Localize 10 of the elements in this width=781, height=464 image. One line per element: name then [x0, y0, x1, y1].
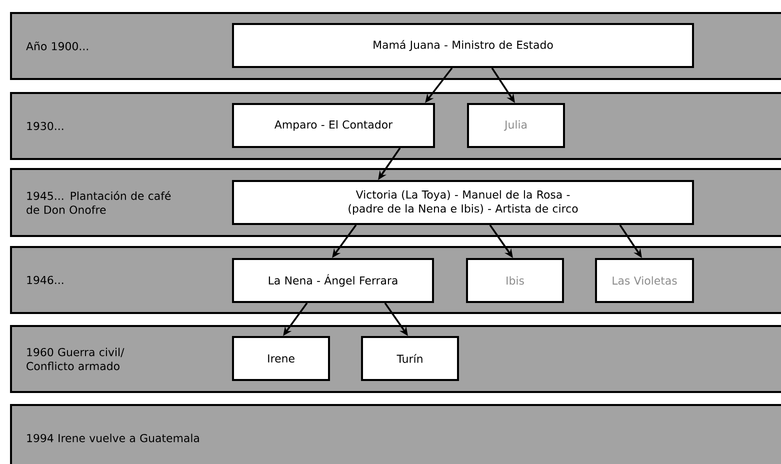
timeline-band: 1994 Irene vuelve a Guatemala: [10, 404, 781, 464]
person-box: Ibis: [466, 258, 564, 303]
person-box: Amparo - El Contador: [232, 103, 435, 148]
person-box: Turín: [361, 336, 459, 381]
person-box: La Nena - Ángel Ferrara: [232, 258, 434, 303]
person-box: Mamá Juana - Ministro de Estado: [232, 23, 694, 68]
person-box: Julia: [467, 103, 565, 148]
person-box: Las Violetas: [595, 258, 694, 303]
person-box: Irene: [232, 336, 330, 381]
person-box: Victoria (La Toya) - Manuel de la Rosa - (padre de la Nena e Ibis) - Artista de circo: [232, 180, 694, 225]
